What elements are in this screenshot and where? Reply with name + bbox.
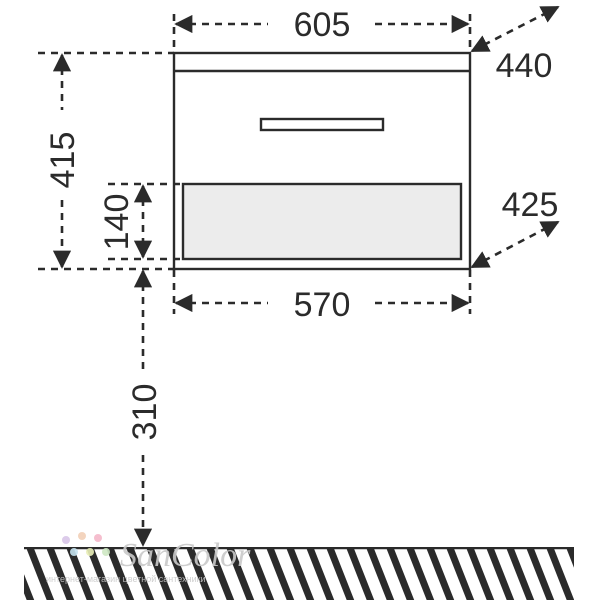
floor-hatch-stripe (506, 547, 535, 600)
floor-hatch-stripe (166, 547, 195, 600)
floor-hatch-stripe (346, 547, 375, 600)
floor-hatch-stripe (326, 547, 355, 600)
floor-hatch-stripe (24, 574, 35, 600)
dimension-top-width: 605 (172, 6, 472, 53)
floor-hatch-stripe (226, 547, 255, 600)
drawer-height-label: 140 (98, 194, 136, 251)
total-height-label: 415 (44, 132, 82, 189)
top-width-label: 605 (294, 6, 351, 44)
cabinet-outline (172, 51, 472, 271)
floor-hatch-stripe (426, 547, 455, 600)
floor-hatch-stripe (486, 547, 515, 600)
dimension-depth-top: 440 (470, 5, 560, 85)
floor-hatch-stripe (286, 547, 315, 600)
watermark-dots-icon (62, 532, 110, 556)
floor-hatch-stripe (146, 547, 175, 600)
floor-clearance-label: 310 (126, 384, 164, 441)
floor-hatch-stripe (86, 547, 115, 600)
bottom-width-label: 570 (294, 286, 351, 324)
floor-hatch-stripe (66, 547, 95, 600)
floor-hatch-stripe (46, 547, 75, 600)
floor-hatch-stripe (206, 547, 235, 600)
floor-hatch-stripe (186, 547, 215, 600)
floor-hatch-stripe (466, 547, 495, 600)
depth-bottom-label: 425 (502, 186, 559, 224)
floor-hatch-stripe (126, 547, 155, 600)
floor-hatch-stripe (406, 547, 435, 600)
watermark-brand: SanColor (120, 537, 251, 574)
floor-hatch-stripe (266, 547, 295, 600)
floor-hatch-stripe (366, 547, 395, 600)
floor-hatch-stripe (386, 547, 415, 600)
floor-hatch-stripe (306, 547, 335, 600)
floor-hatch (24, 547, 600, 600)
floor-hatch-stripe (246, 547, 275, 600)
floor-hatch-stripe (546, 547, 574, 600)
cabinet (172, 51, 472, 271)
dimension-total-height: 415 (38, 51, 174, 271)
watermark: SanColor интернет-магазин цветной сантех… (46, 532, 251, 584)
floor-hatch-stripe (26, 547, 55, 600)
lower-drawer (181, 182, 463, 261)
dimension-bottom-width: 570 (172, 270, 472, 324)
floor-hatch-stripe (526, 547, 555, 600)
dimension-drawer-height: 140 (98, 182, 183, 261)
depth-top-label: 440 (496, 47, 553, 85)
floor-hatch-stripe (566, 547, 574, 568)
floor-hatch-stripe (590, 548, 600, 600)
dimension-depth-bottom: 425 (470, 186, 560, 269)
floor-hatch-stripe (106, 547, 135, 600)
floor-hatch-stripe (446, 547, 475, 600)
dimension-floor-clearance: 310 (126, 269, 164, 547)
watermark-tagline: интернет-магазин цветной сантехники (46, 574, 206, 584)
drawer-handle (259, 117, 385, 132)
